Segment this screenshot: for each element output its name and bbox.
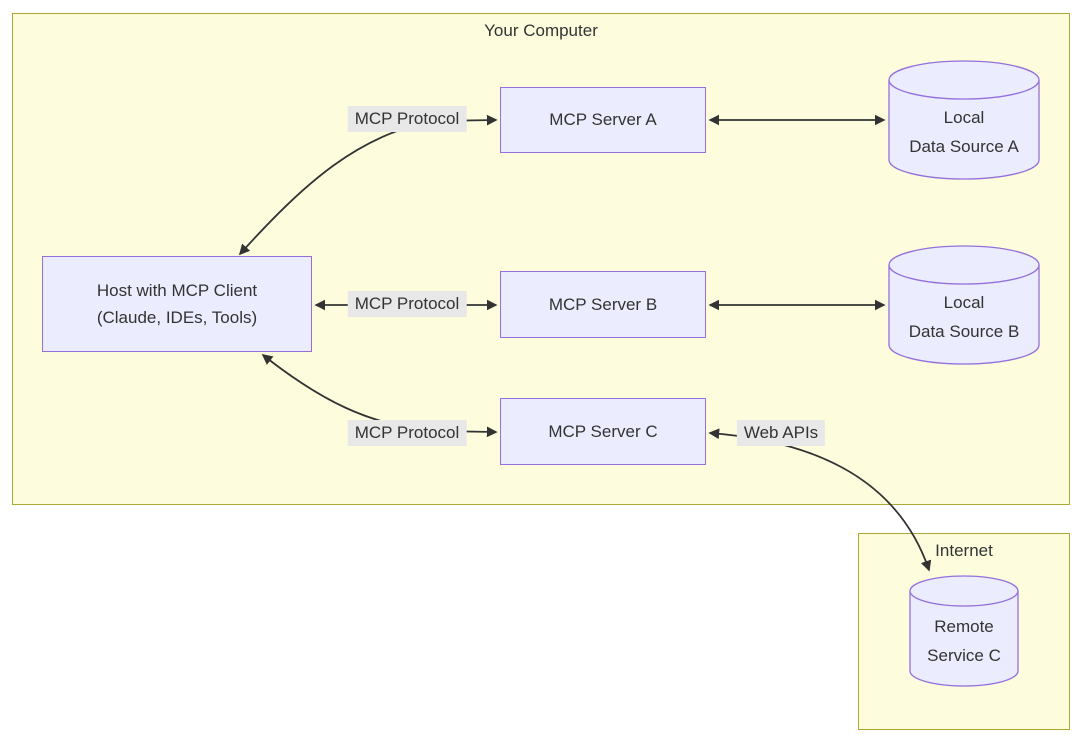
node-host-label-line1: Host with MCP Client bbox=[96, 280, 258, 300]
node-host-label-line2: (Claude, IDEs, Tools) bbox=[96, 308, 258, 327]
node-local-data-source-b-line2: Data Source B bbox=[908, 321, 1020, 341]
node-local-data-source-b-line1: Local bbox=[943, 293, 985, 312]
node-host: Host with MCP Client (Claude, IDEs, Tool… bbox=[42, 256, 312, 352]
node-mcp-server-b: MCP Server B bbox=[500, 271, 706, 338]
your-computer-title: Your Computer bbox=[484, 21, 598, 40]
node-local-data-source-a: Local Data Source A bbox=[888, 60, 1040, 180]
node-local-data-source-a-line1: Local bbox=[943, 108, 985, 127]
node-mcp-server-c-label: MCP Server C bbox=[548, 421, 658, 441]
node-local-data-source-a-line2: Data Source A bbox=[909, 136, 1019, 156]
edge-server-c-remote-service-c bbox=[708, 428, 932, 572]
node-remote-service-c-line1: Remote bbox=[934, 617, 994, 636]
node-mcp-server-a-label: MCP Server A bbox=[549, 110, 657, 130]
node-local-data-source-b: Local Data Source B bbox=[888, 245, 1040, 365]
edge-label-mcp-protocol-b: MCP Protocol bbox=[347, 291, 467, 317]
node-remote-service-c: Remote Service C bbox=[909, 575, 1019, 688]
edge-label-mcp-protocol-c: MCP Protocol bbox=[347, 420, 467, 446]
edge-host-server-a bbox=[238, 114, 498, 256]
node-remote-service-c-line2: Service C bbox=[927, 645, 1001, 665]
cylinder-shape-a bbox=[888, 60, 1040, 180]
internet-title: Internet bbox=[935, 541, 993, 560]
node-mcp-server-b-label: MCP Server B bbox=[548, 294, 658, 314]
edge-label-mcp-protocol-a: MCP Protocol bbox=[347, 106, 467, 132]
cylinder-shape-remote bbox=[909, 575, 1019, 687]
cylinder-shape-b bbox=[888, 245, 1040, 365]
node-mcp-server-a: MCP Server A bbox=[500, 87, 706, 153]
node-mcp-server-c: MCP Server C bbox=[500, 398, 706, 465]
edge-label-web-apis: Web APIs bbox=[736, 420, 826, 446]
